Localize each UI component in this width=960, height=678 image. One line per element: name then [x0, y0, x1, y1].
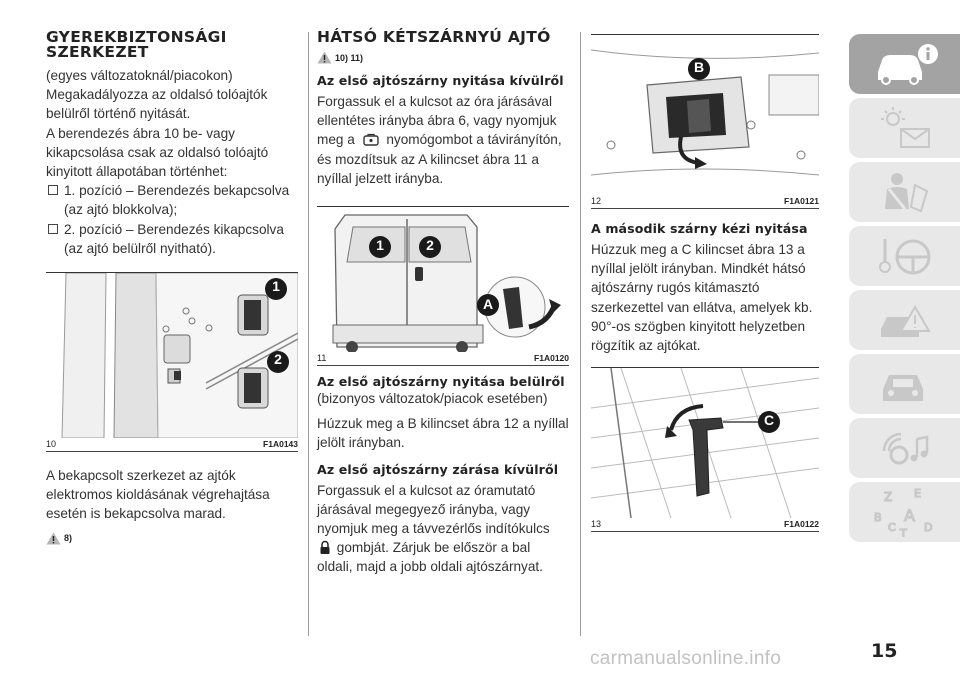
marker-2: 2 — [274, 351, 282, 368]
index-letter: Z — [884, 490, 892, 504]
car-info-icon — [877, 44, 938, 85]
page-number: 15 — [871, 640, 898, 662]
index-letter: D — [924, 521, 932, 534]
marker-2: 2 — [426, 237, 434, 254]
figure-caption: 12 F1A0121 — [591, 195, 819, 209]
floor-handle-illustration — [591, 368, 819, 519]
tab-emergency[interactable] — [849, 290, 960, 350]
figure-number: 12 — [591, 196, 602, 206]
warning-ref-text: 10) 11) — [335, 52, 364, 63]
checkbox-bullet-icon — [48, 223, 58, 234]
paragraph: A berendezés ábra 10 be- vagy kikapcsolá… — [46, 125, 269, 180]
figure-code: F1A0143 — [263, 439, 298, 450]
subsection-title: Az első ajtószárny zárása kívülről — [317, 461, 559, 477]
van-rear-illustration — [317, 207, 569, 353]
section-title: HÁTSÓ KÉTSZÁRNYÚ AJTÓ — [317, 28, 551, 46]
paragraph: A bekapcsolt szerkezet az ajtók elektrom… — [46, 468, 270, 522]
list-item: 1. pozíció – Berendezés bekapcsolva (az … — [46, 181, 298, 219]
warning-reference: 8) — [46, 532, 298, 545]
paragraph: Húzzuk meg a C kilincset ábra 13 a nyíll… — [591, 242, 813, 354]
paragraph: Forgassuk el a kulcsot az óramutató járá… — [317, 481, 569, 577]
seatbelt-safety-icon — [884, 173, 928, 213]
figure-caption: 13 F1A0122 — [591, 518, 819, 533]
marker-a: A — [482, 296, 494, 313]
warning-car-icon — [880, 305, 931, 337]
steering-wheel-icon — [878, 239, 930, 275]
subsection-title: Az első ajtószárny nyitása belülről — [317, 374, 565, 390]
watermark: carmanualsonline.info — [590, 648, 782, 669]
paragraph-part: Forgassuk el a kulcsot az óra járásával … — [317, 94, 557, 148]
subsection-subtitle: (bizonyos változatok/piacok esetében) — [317, 391, 548, 407]
tab-car-info[interactable] — [849, 34, 960, 94]
dashboard-lights-icon — [880, 107, 930, 148]
section-title: GYEREKBIZTONSÁGI SZERKEZET — [46, 28, 227, 61]
column-child-safety: GYEREKBIZTONSÁGI SZERKEZET (egyes változ… — [46, 28, 298, 551]
figure-code: F1A0121 — [784, 196, 819, 206]
figure-13: C 13 F1A0122 — [591, 367, 819, 533]
index-letter: A — [904, 506, 915, 525]
chapter-tabs: Z E B A C T D — [849, 34, 960, 546]
checkbox-bullet-icon — [48, 185, 58, 196]
paragraph: Húzzuk meg a B kilincset ábra 12 a nyíll… — [317, 416, 569, 451]
index-letter: C — [888, 521, 896, 534]
figure-number: 13 — [591, 519, 602, 530]
marker-1: 1 — [376, 237, 384, 254]
index-letter: B — [874, 511, 882, 524]
marker-b: B — [693, 59, 705, 75]
figure-number: 11 — [317, 353, 327, 364]
column-rear-doors: HÁTSÓ KÉTSZÁRNYÚ AJTÓ 10) 11) Az első aj… — [317, 28, 569, 577]
remote-unlock-icon — [362, 134, 379, 147]
index-letter: T — [899, 527, 907, 537]
figure-11: 1 2 A 11 F1A0120 — [317, 206, 569, 367]
figure-caption: 10 F1A0143 — [46, 438, 298, 453]
door-lock-illustration — [46, 273, 298, 439]
figure-caption: 11 F1A0120 — [317, 352, 569, 367]
column-second-door: B 12 F1A0121 A második szárny kézi nyitá… — [591, 30, 819, 533]
warning-triangle-icon — [46, 532, 61, 545]
figure-code: F1A0122 — [784, 519, 819, 530]
tab-safety[interactable] — [849, 162, 960, 222]
figure-code: F1A0120 — [534, 353, 569, 364]
column-divider — [580, 32, 581, 636]
warning-triangle-icon — [317, 51, 332, 64]
paragraph: (egyes változatoknál/piacokon) Megakadál… — [46, 68, 268, 122]
marker-c: C — [763, 412, 775, 429]
inner-handle-illustration — [591, 35, 819, 195]
figure-10: 1 2 10 F1A0143 — [46, 272, 298, 453]
paragraph-part: Forgassuk el a kulcsot az óramutató járá… — [317, 482, 550, 537]
list-item-text: 2. pozíció – Berendezés kikapcsolva (az … — [64, 221, 284, 256]
figure-12: B 12 F1A0121 — [591, 34, 819, 209]
subsection-title: Az első ajtószárny nyitása kívülről — [317, 73, 564, 88]
car-service-icon — [882, 375, 923, 401]
warning-ref-text: 8) — [64, 533, 73, 544]
tab-starting-driving[interactable] — [849, 226, 960, 286]
multimedia-icon — [882, 432, 928, 465]
figure-number: 10 — [46, 439, 57, 450]
subsection-title: A második szárny kézi nyitása — [591, 221, 808, 236]
tab-multimedia[interactable] — [849, 418, 960, 478]
list-item: 2. pozíció – Berendezés kikapcsolva (az … — [46, 220, 298, 258]
index-letter: E — [914, 487, 921, 500]
lock-icon — [320, 541, 330, 555]
warning-reference: 10) 11) — [317, 51, 569, 64]
tab-maintenance[interactable] — [849, 354, 960, 414]
paragraph-part: gombját. Zárjuk be először a bal oldali,… — [317, 540, 543, 575]
tab-index[interactable]: Z E B A C T D — [849, 482, 960, 542]
paragraph: Forgassuk el a kulcsot az óra járásával … — [317, 92, 569, 188]
list-item-text: 1. pozíció – Berendezés bekapcsolva (az … — [64, 183, 290, 218]
paragraph-part: nyomógombot a távirányítón, és mozdítsuk… — [317, 132, 562, 186]
marker-1: 1 — [272, 278, 280, 295]
column-divider — [308, 32, 309, 636]
alphabet-index-icon: Z E B A C T D — [873, 487, 933, 537]
tab-dashboard-lights[interactable] — [849, 98, 960, 158]
